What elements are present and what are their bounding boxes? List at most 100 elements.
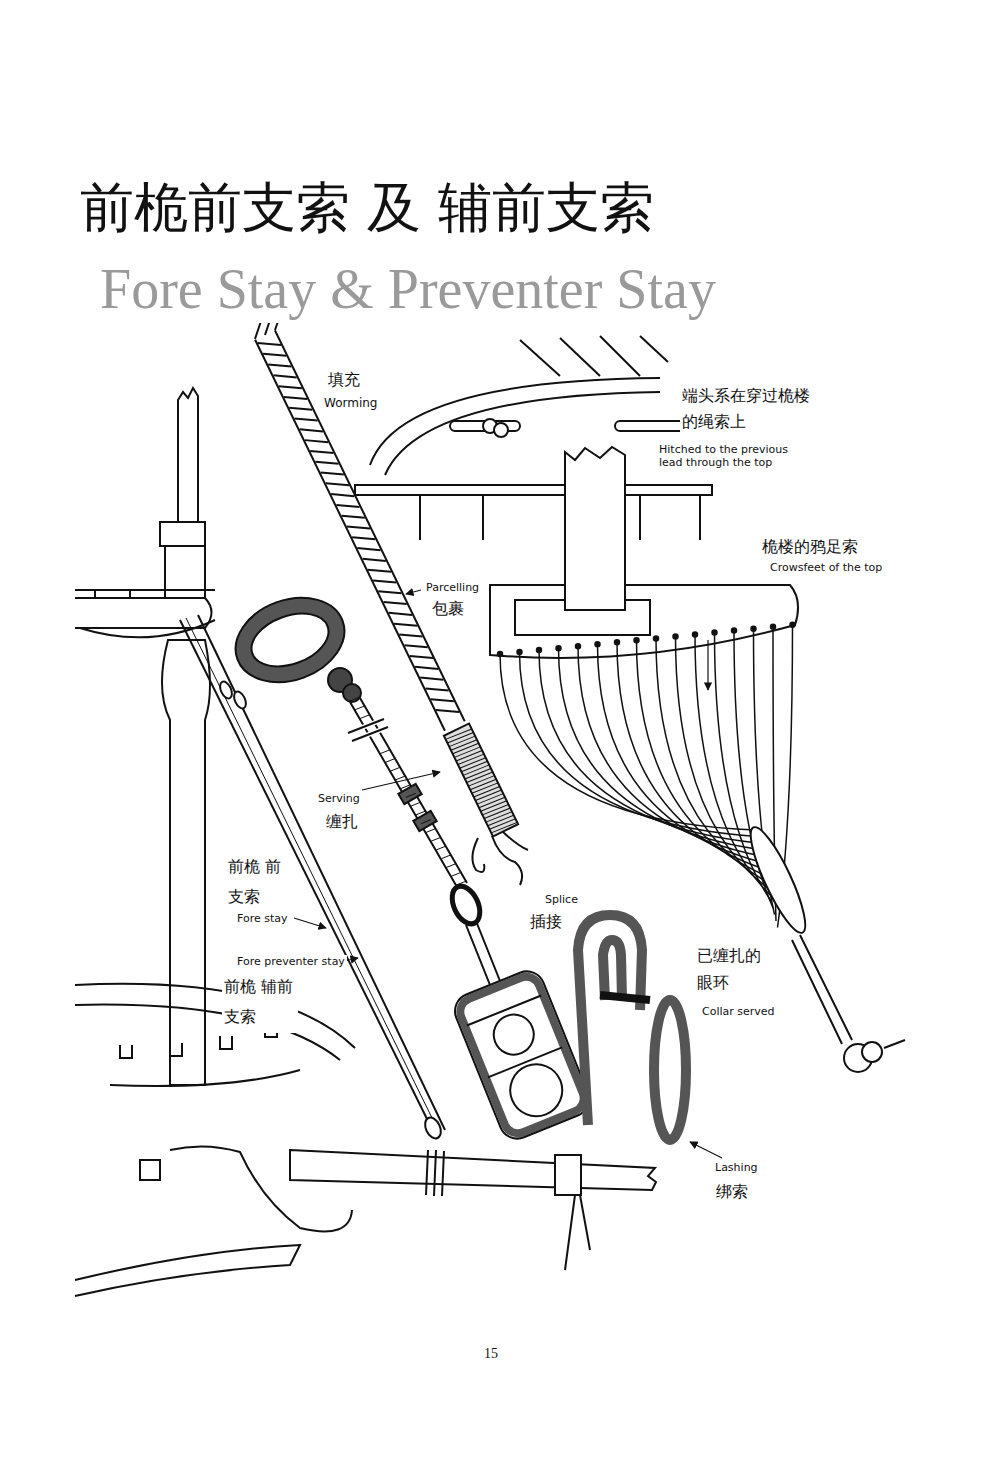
- worming-turn: [258, 343, 281, 345]
- crowsfoot-hole: [595, 642, 600, 647]
- bowsprit-part: [290, 1150, 656, 1190]
- leader-lines-part: [294, 918, 326, 928]
- eye-and-mouse-part: [343, 684, 361, 702]
- crowsfoot-hole: [517, 650, 522, 655]
- eye-and-mouse-part: [348, 719, 388, 741]
- worming-turn: [384, 602, 407, 604]
- crowsfoot-line: [559, 648, 760, 849]
- crowsfoot-hole: [615, 640, 620, 645]
- rope-lay: [350, 697, 466, 885]
- part-name: Collar served: [700, 1005, 777, 1018]
- euphroe-part: [792, 935, 852, 1044]
- heart-block-part: [456, 973, 588, 1138]
- hull-head-part: [140, 1160, 160, 1180]
- part-name: Parcelling: [424, 581, 481, 594]
- bowsprit-part: [565, 1195, 590, 1270]
- crowsfoot-hole: [537, 648, 542, 653]
- crosstrees-part: [615, 421, 685, 431]
- top-platform-part: [490, 585, 798, 658]
- worming-turn: [336, 505, 359, 507]
- crowsfoot-line: [656, 638, 767, 882]
- eye-and-mouse: [224, 583, 500, 985]
- rope-lay-mark: [406, 793, 416, 797]
- worming-turn: [399, 634, 422, 636]
- serving-block: [444, 724, 518, 837]
- worming-turn: [321, 473, 344, 475]
- rope-lay-mark: [421, 820, 431, 824]
- rope-lay-mark: [385, 758, 395, 762]
- leader-lines-part: [362, 772, 440, 790]
- part-name: 包裹: [430, 599, 466, 618]
- eye-and-mouse-part: [413, 811, 436, 831]
- worming-turn: [273, 375, 296, 377]
- eye-and-mouse-part: [466, 921, 500, 985]
- fore-mast: [75, 388, 215, 1085]
- worming-turn: [410, 656, 433, 658]
- worming-turn: [284, 397, 307, 399]
- heart-block-part: [467, 996, 562, 1078]
- worming-turn: [315, 462, 338, 464]
- part-name: Splice: [543, 893, 580, 906]
- part-name: 插接: [528, 912, 564, 931]
- served-collar-part: [603, 940, 622, 1000]
- worming-turn: [420, 678, 443, 680]
- heart-block: [450, 966, 595, 1144]
- part-name: 前桅 辅前支索: [222, 972, 298, 1033]
- crowsfoot-line: [637, 640, 766, 875]
- leader-lines-part: [707, 640, 708, 690]
- top-platform-part: [355, 485, 712, 495]
- worming-turn: [294, 419, 317, 421]
- crowsfoot-hole: [498, 652, 503, 657]
- stay-lines-part: [218, 680, 235, 701]
- worming-turn: [389, 613, 412, 615]
- bowsprit-part: [555, 1155, 581, 1195]
- crowsfeet: [498, 622, 796, 927]
- page-number: 15: [482, 1346, 500, 1363]
- worming-turn: [263, 354, 286, 356]
- eye-and-mouse-part: [348, 719, 388, 741]
- worming-turn: [326, 483, 349, 485]
- fore-mast-part: [162, 640, 210, 1085]
- serving-block-part: [444, 724, 518, 837]
- eye-and-mouse-part: [224, 583, 357, 696]
- served-collar: [578, 915, 686, 1140]
- leader-lines: [294, 590, 722, 1158]
- rope-lay-mark: [426, 828, 436, 832]
- part-name: Crowsfeet of the top: [768, 561, 884, 574]
- fore-mast-part: [160, 522, 205, 546]
- eye-and-mouse-part: [244, 604, 336, 676]
- crowsfoot-hole: [673, 634, 678, 639]
- rope-lay-mark: [436, 846, 446, 850]
- crosstrees: [370, 336, 685, 475]
- fore-mast-part: [75, 590, 215, 598]
- crowsfoot-hole: [576, 644, 581, 649]
- hull-head-part: [170, 1146, 352, 1231]
- stay-lines-part: [180, 620, 430, 1125]
- top-platform-part: [420, 495, 700, 540]
- crowsfoot-hole: [790, 622, 795, 627]
- part-name: Fore preventer stay: [235, 955, 347, 968]
- part-name: 已缠扎的 眼环: [695, 942, 771, 996]
- rope-lay-mark: [355, 706, 365, 710]
- worming-turn: [300, 429, 323, 431]
- hull-head: [75, 984, 355, 1296]
- eye-and-mouse-part: [234, 594, 346, 687]
- note: 端头系在穿过桅楼 的绳索上: [680, 383, 822, 434]
- crowsfoot-hole: [732, 628, 737, 633]
- worming-turn: [431, 699, 454, 701]
- part-name: 桅楼的鸦足索: [760, 537, 860, 556]
- hull-head-part: [110, 1070, 300, 1086]
- top-platform: [355, 447, 798, 658]
- worming-turn: [415, 667, 438, 669]
- crowsfoot-hole: [771, 624, 776, 629]
- bowsprit: [290, 1150, 656, 1270]
- part-name: 绑索: [714, 1182, 750, 1201]
- rope-lay-mark: [446, 864, 456, 868]
- worming-turn: [357, 548, 380, 550]
- bowsprit-part: [426, 1150, 444, 1196]
- worming-turn: [378, 591, 401, 593]
- hull-head-part: [75, 1005, 340, 1060]
- rope-lay-mark: [416, 811, 426, 815]
- worming-turn: [425, 688, 448, 690]
